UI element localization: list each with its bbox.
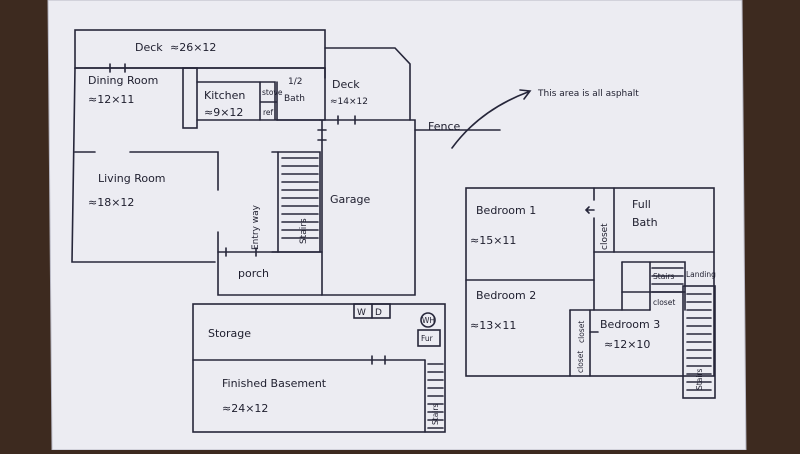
label-bedroom2-size: ≈13×11 [470,319,516,332]
label-ref: ref [263,108,274,117]
label-finished-basement: Finished Basement [222,377,327,390]
label-half-bath: Bath [284,94,305,104]
label-finished-basement-size: ≈24×12 [222,402,268,415]
label-entryway: Entry way [251,204,261,250]
label-stove: stove [262,88,283,97]
label-stairs-main: Stairs [299,218,309,244]
label-deck-side: Deck [332,78,360,91]
asphalt-arrow [451,91,529,149]
label-landing: Landing [686,270,716,279]
label-kitchen: Kitchen [204,89,245,102]
label-stairs-basement: Stairs [431,404,440,425]
label-bedroom1: Bedroom 1 [476,204,536,217]
pencil-lines [71,29,716,433]
label-bedroom3-size: ≈12×10 [604,338,650,351]
label-closet2b: closet [577,321,586,343]
label-deck-top-size: ≈26×12 [170,41,216,54]
label-full: Full [632,198,651,211]
label-fence: Fence [428,120,461,133]
garage-outline [319,119,416,296]
label-washer: W [357,308,366,318]
label-storage: Storage [208,327,251,340]
label-deck-side-size: ≈14×12 [330,97,368,107]
label-living-room: Living Room [98,172,166,185]
deck-side-outline [324,47,411,121]
label-bedroom2: Bedroom 2 [476,289,536,302]
label-deck-top: Deck [135,41,163,54]
basement-outline [192,303,446,433]
label-porch: porch [238,267,269,280]
label-bedroom3: Bedroom 3 [600,318,660,331]
label-water-heater: WH [422,316,435,325]
label-dining-room: Dining Room [88,74,158,87]
label-closet-landing: closet [653,298,675,307]
label-full-bath: Bath [632,216,658,229]
label-dining-room-size: ≈12×11 [88,93,134,106]
label-closet2a: closet [576,351,585,373]
labels: Deck ≈26×12 Dining Room ≈12×11 Kitchen ≈… [88,41,716,425]
label-closet1: closet [600,223,610,250]
label-half: 1/2 [288,77,302,87]
exterior-stairs-outline [682,285,716,399]
label-kitchen-size: ≈9×12 [204,106,243,119]
label-bedroom1-size: ≈15×11 [470,234,516,247]
label-dryer: D [375,308,382,318]
main-left-wall [71,67,216,263]
label-stairs-upper: Stairs [653,272,674,281]
label-furnace: Fur [421,334,434,343]
dining-partition [182,67,198,129]
label-living-room-size: ≈18×12 [88,196,134,209]
label-stairs-exterior: Stairs [695,369,704,390]
label-asphalt-note: This area is all asphalt [537,89,639,99]
label-garage: Garage [330,193,371,206]
